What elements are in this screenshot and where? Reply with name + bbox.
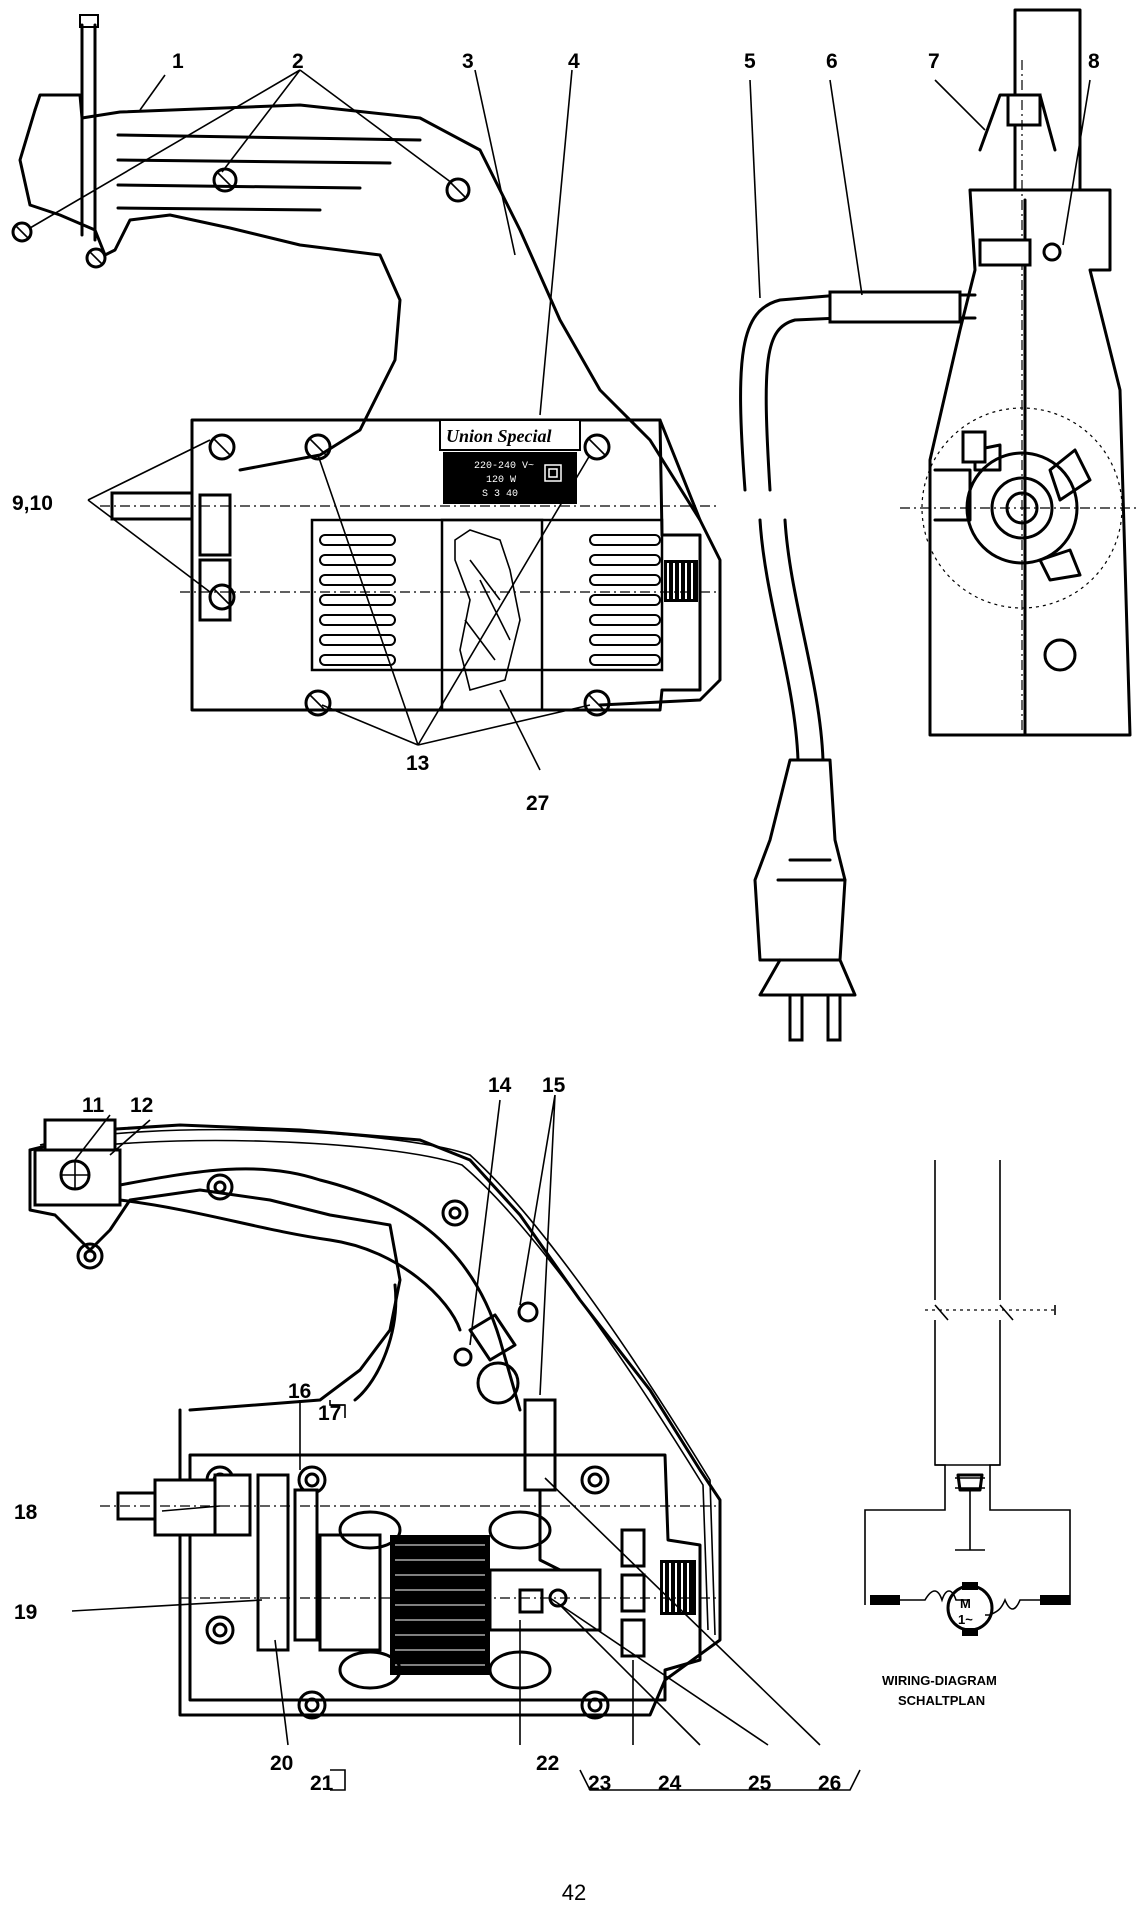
callout-5: 5 (744, 50, 756, 73)
screw-icon (208, 433, 611, 717)
page-number: 42 (562, 1880, 586, 1905)
nameplate-brand: Union Special (446, 426, 552, 446)
callout-22: 22 (536, 1752, 559, 1775)
callout-23: 23 (588, 1772, 611, 1795)
wiring-title-en: WIRING-DIAGRAM (882, 1673, 997, 1688)
callout-6: 6 (826, 50, 838, 73)
callout-4: 4 (568, 50, 580, 73)
callout-18: 18 (14, 1501, 38, 1524)
callout-13: 13 (406, 752, 429, 775)
callout-7: 7 (928, 50, 940, 73)
nameplate: Union Special 220-240 V~ 120 W S 3 40 (439, 419, 581, 504)
motor-housing-side-view: Union Special 220-240 V~ 120 W S 3 40 (11, 14, 722, 771)
callout-labels: 1 2 3 4 5 6 7 8 9,10 13 27 11 12 14 15 1… (12, 50, 1100, 1795)
callout-24: 24 (658, 1772, 682, 1795)
callout-16: 16 (288, 1380, 311, 1403)
nameplate-voltage: 220-240 V~ (474, 461, 534, 472)
callout-11: 11 (82, 1094, 105, 1117)
callout-3: 3 (462, 50, 474, 73)
callout-19: 19 (14, 1601, 37, 1624)
callout-20: 20 (270, 1752, 293, 1775)
callout-17: 17 (318, 1402, 341, 1425)
callout-26: 26 (818, 1772, 841, 1795)
motor-front-view (739, 8, 1140, 1042)
motor-interior-view (28, 1094, 861, 1791)
callout-9-10: 9,10 (12, 492, 53, 515)
wiring-title-de: SCHALTPLAN (898, 1693, 985, 1708)
nameplate-rating: S 3 40 (482, 489, 518, 500)
motor-phase: 1~ (958, 1612, 973, 1627)
callout-21: 21 (310, 1772, 334, 1795)
callout-12: 12 (130, 1094, 153, 1117)
motor-symbol: M (960, 1596, 971, 1611)
callout-2: 2 (292, 50, 304, 73)
wiring-diagram: M 1~ WIRING-DIAGRAM SCHALTPLAN (864, 1160, 1071, 1708)
callout-8: 8 (1088, 50, 1100, 73)
nameplate-power: 120 W (486, 475, 516, 486)
callout-27: 27 (526, 792, 549, 815)
callout-1: 1 (172, 50, 184, 73)
callout-15: 15 (542, 1074, 566, 1097)
vent-slots (319, 534, 661, 666)
callout-14: 14 (488, 1074, 512, 1097)
callout-25: 25 (748, 1772, 772, 1795)
